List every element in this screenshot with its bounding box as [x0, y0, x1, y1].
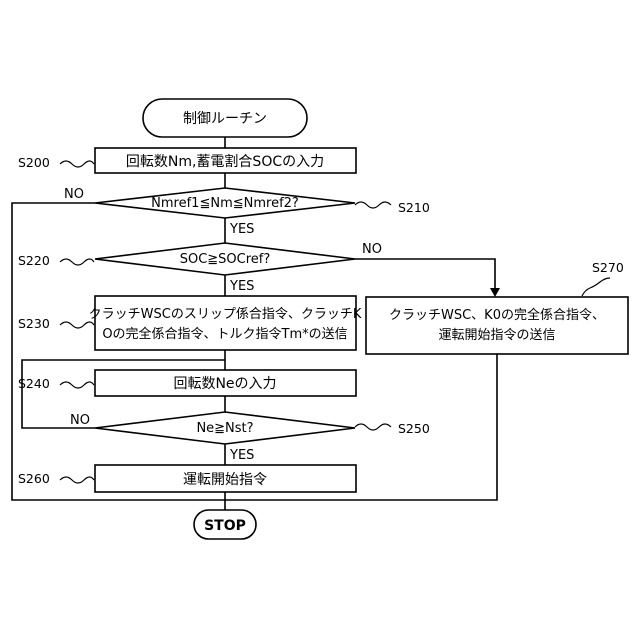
- step-s200-text: 回転数Nm,蓄電割合SOCの入力: [126, 153, 324, 170]
- s220-no-label: NO: [362, 242, 382, 257]
- s210-no-label: NO: [64, 187, 84, 202]
- step-s210-id: S210: [398, 200, 430, 215]
- start-label: 制御ルーチン: [183, 111, 267, 127]
- decision-s210-text: Nmref1≦Nm≦Nmref2?: [151, 196, 299, 211]
- s220-yes-label: YES: [229, 279, 254, 294]
- s250-yes-label: YES: [229, 448, 254, 463]
- step-s220-id: S220: [18, 253, 50, 268]
- step-s260-text: 運転開始指令: [183, 472, 267, 488]
- step-s240-id: S240: [18, 376, 50, 391]
- step-s270-line1: クラッチWSC、K0の完全係合指令、: [389, 307, 605, 323]
- step-s230-id: S230: [18, 316, 50, 331]
- step-s240-text: 回転数Neの入力: [173, 376, 276, 392]
- step-s230-line2: Oの完全係合指令、トルク指令Tm*の送信: [102, 326, 347, 342]
- step-s230-line1: クラッチWSCのスリップ係合指令、クラッチK: [89, 307, 362, 322]
- step-s270-line2: 運転開始指令の送信: [438, 328, 555, 343]
- step-s270-box: [366, 297, 628, 354]
- decision-s250-text: Ne≧Nst?: [196, 421, 253, 436]
- s220-no-path: [355, 259, 495, 291]
- step-s260-id: S260: [18, 471, 50, 486]
- step-s270-id: S270: [592, 260, 624, 275]
- step-s200-id: S200: [18, 155, 50, 170]
- step-s250-id: S250: [398, 421, 430, 436]
- arrow-to-s270: [490, 288, 500, 297]
- s210-yes-label: YES: [229, 222, 254, 237]
- stop-label: STOP: [204, 518, 246, 534]
- decision-s220-text: SOC≧SOCref?: [180, 252, 271, 267]
- s250-no-label: NO: [70, 413, 90, 428]
